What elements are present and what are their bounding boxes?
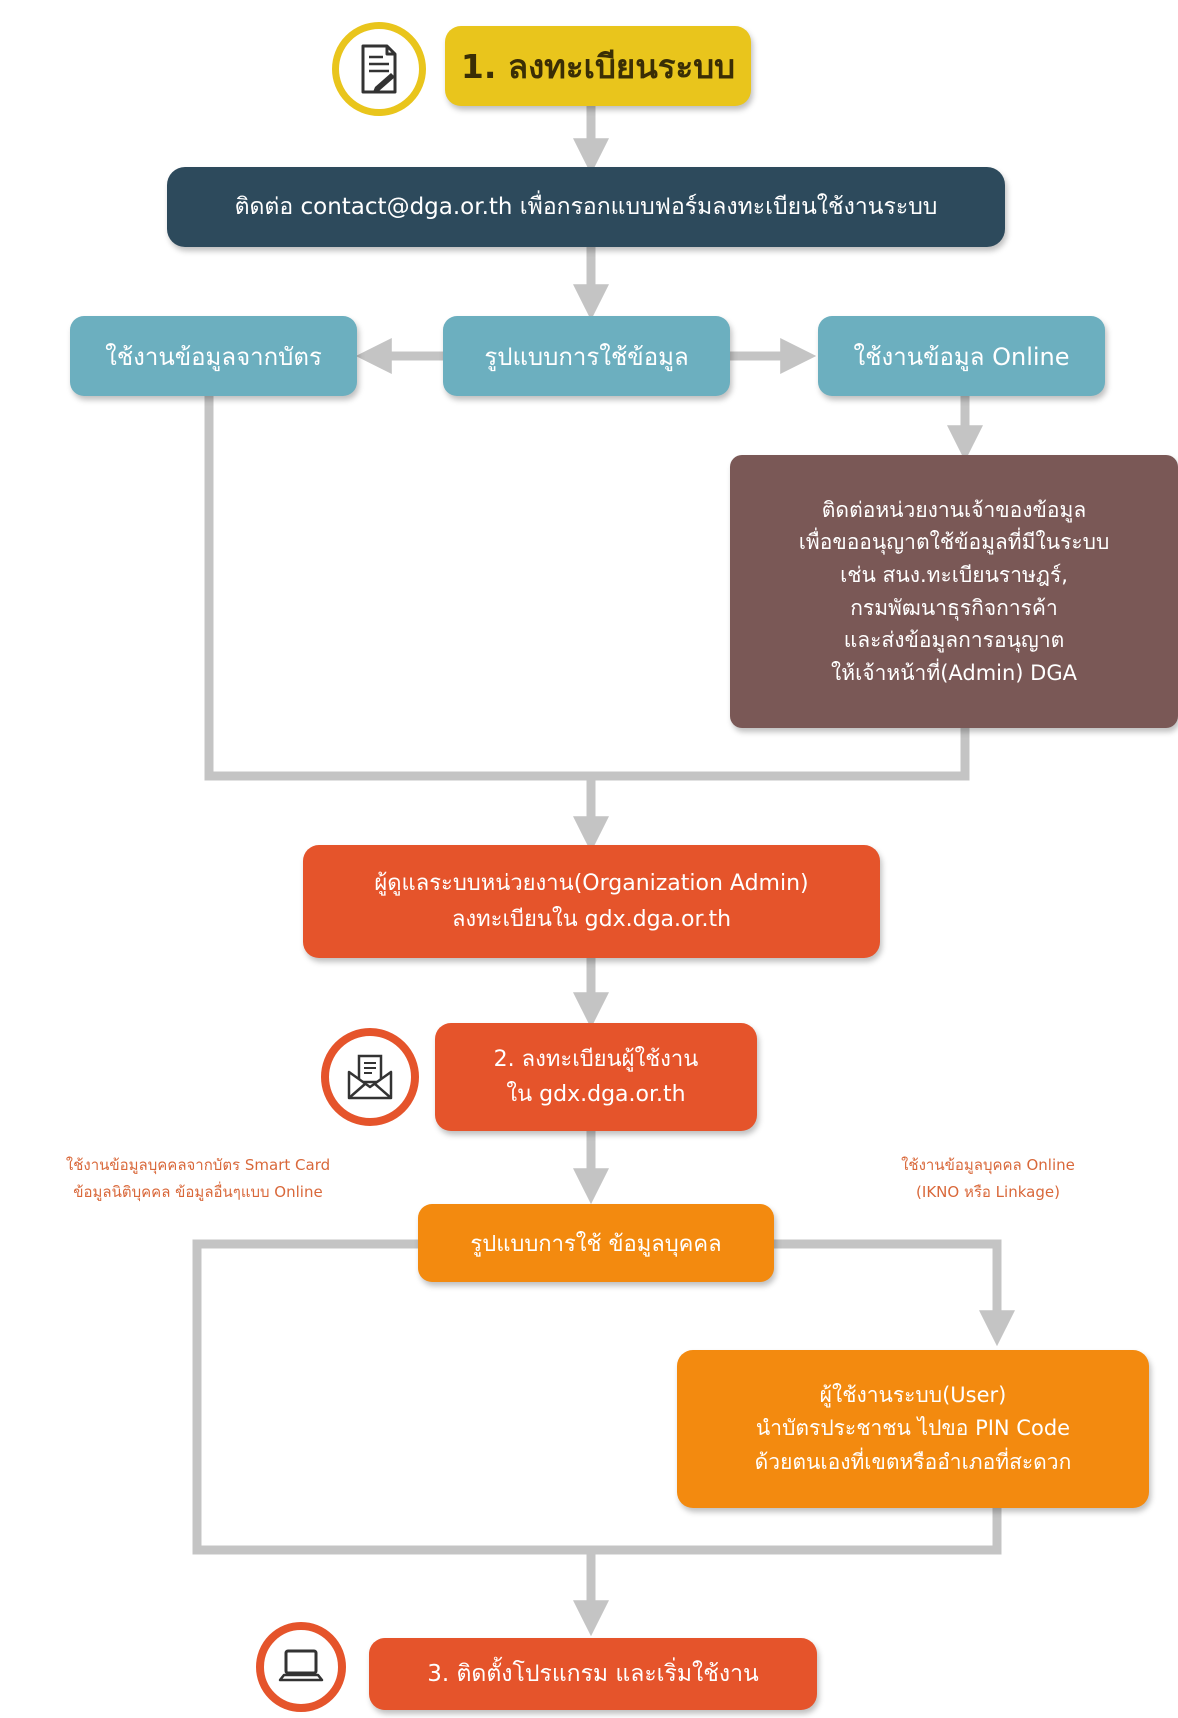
online-personal-note-line: ใช้งานข้อมูลบุคคล Online <box>901 1156 1075 1174</box>
line-permission-merge <box>591 728 970 781</box>
user-line: ผู้ใช้งานระบบ(User) <box>819 1382 1007 1407</box>
org-admin-box: ผู้ดูแลระบบหน่วยงาน(Organization Admin) … <box>303 845 880 958</box>
personal-usage-box: รูปแบบการใช้ ข้อมูลบุคคล <box>418 1204 774 1282</box>
permission-line: กรมพัฒนาธุรกิจการค้า <box>850 595 1058 620</box>
step1-box: 1. ลงทะเบียนระบบ <box>445 26 751 106</box>
step2-icon-circle <box>321 1028 419 1126</box>
permission-line: ให้เจ้าหน้าที่(Admin) DGA <box>830 660 1077 685</box>
online-data-box: ใช้งานข้อมูล Online <box>818 316 1105 396</box>
user-line: ด้วยตนเองที่เขตหรืออำเภอที่สะดวก <box>754 1449 1072 1474</box>
step1-label: 1. ลงทะเบียนระบบ <box>460 46 736 86</box>
permission-line: และส่งข้อมูลการอนุญาต <box>843 628 1065 653</box>
step2-box: 2. ลงทะเบียนผู้ใช้งาน ใน gdx.dga.or.th <box>435 1023 757 1131</box>
step3-icon-circle <box>256 1622 346 1712</box>
permission-line: เพื่อขออนุญาตใช้ข้อมูลที่มีในระบบ <box>798 530 1110 555</box>
contact-box: ติดต่อ contact@dga.or.th เพื่อกรอกแบบฟอร… <box>167 167 1005 247</box>
laptop-icon <box>278 1649 324 1682</box>
card-data-label: ใช้งานข้อมูลจากบัตร <box>105 342 322 371</box>
envelope-letter-icon <box>347 1054 393 1100</box>
contact-label: ติดต่อ contact@dga.or.th เพื่อกรอกแบบฟอร… <box>234 194 938 220</box>
arrow-personal-right <box>770 1239 1015 1347</box>
line-card-merge <box>204 396 591 781</box>
permission-line: ติดต่อหน่วยงานเจ้าของข้อมูล <box>821 497 1087 522</box>
card-data-box: ใช้งานข้อมูลจากบัตร <box>70 316 357 396</box>
user-line: นำบัตรประชาชน ไปขอ PIN Code <box>755 1416 1071 1441</box>
org-admin-line: ลงทะเบียนใน gdx.dga.or.th <box>451 906 732 932</box>
permission-line: เช่น สนง.ทะเบียนราษฎร์, <box>840 562 1068 587</box>
step1-icon-circle <box>332 22 426 116</box>
online-personal-note-line: (IKNO หรือ Linkage) <box>916 1183 1060 1201</box>
step2-line: ใน gdx.dga.or.th <box>506 1082 686 1107</box>
org-admin-line: ผู้ดูแลระบบหน่วยงาน(Organization Admin) <box>374 871 809 897</box>
card-personal-note-line: ข้อมูลนิติบุคคล ข้อมูลอื่นๆแบบ Online <box>73 1183 323 1201</box>
document-pen-icon <box>361 44 397 94</box>
line-user-merge <box>591 1508 1002 1555</box>
online-data-label: ใช้งานข้อมูล Online <box>853 342 1070 371</box>
step2-line: 2. ลงทะเบียนผู้ใช้งาน <box>493 1046 699 1072</box>
data-usage-label: รูปแบบการใช้ข้อมูล <box>484 342 689 371</box>
data-usage-box: รูปแบบการใช้ข้อมูล <box>443 316 730 396</box>
step3-label: 3. ติดตั้งโปรแกรม และเริ่มใช้งาน <box>427 1660 759 1687</box>
card-personal-note-line: ใช้งานข้อมูลบุคคลจากบัตร Smart Card <box>65 1156 331 1174</box>
line-personal-left <box>192 1239 591 1555</box>
step3-box: 3. ติดตั้งโปรแกรม และเริ่มใช้งาน <box>369 1638 817 1710</box>
personal-usage-label: รูปแบบการใช้ ข้อมูลบุคคล <box>470 1231 722 1257</box>
online-personal-note: ใช้งานข้อมูลบุคคล Online (IKNO หรือ Link… <box>838 1152 1138 1206</box>
permission-box: ติดต่อหน่วยงานเจ้าของข้อมูล เพื่อขออนุญา… <box>730 455 1178 728</box>
card-personal-note: ใช้งานข้อมูลบุคคลจากบัตร Smart Card ข้อม… <box>8 1152 388 1206</box>
user-box: ผู้ใช้งานระบบ(User) นำบัตรประชาชน ไปขอ P… <box>677 1350 1149 1508</box>
